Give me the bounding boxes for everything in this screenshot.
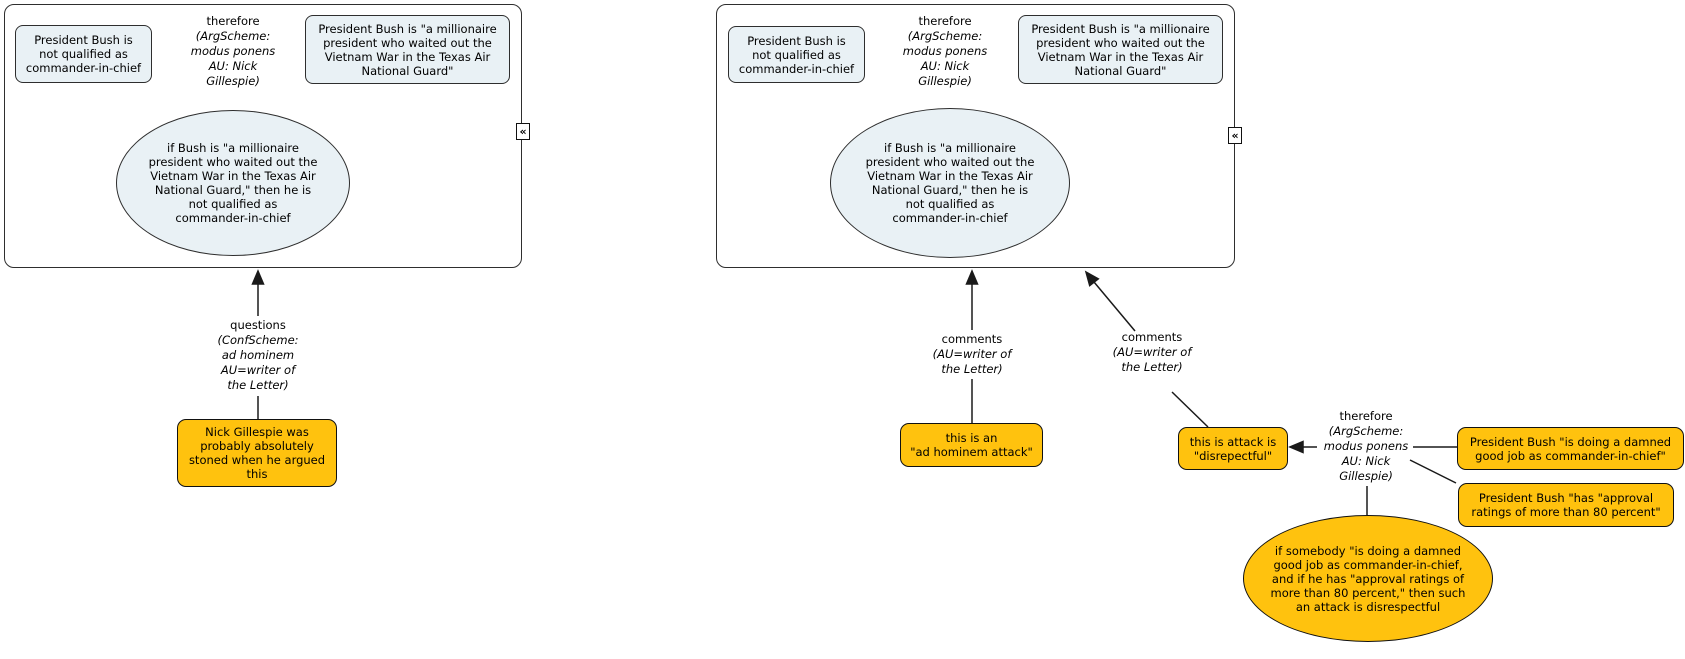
comment-node-disrespectful[interactable]: this is attack is "disrepectful" [1178, 427, 1288, 470]
edge-relation-text: therefore [1339, 409, 1393, 423]
edge-relation-text: therefore [206, 14, 260, 28]
edge-relation-text: comments [1121, 330, 1183, 344]
premise-node-left[interactable]: President Bush is "a millionaire preside… [305, 15, 510, 84]
therefore-label-right-bottom: therefore (ArgScheme: modus ponens AU: N… [1301, 409, 1431, 484]
premise-node-approval-ratings[interactable]: President Bush "has "approval ratings of… [1458, 483, 1674, 527]
edge-scheme-text: (AU=writer of the Letter) [1112, 345, 1192, 374]
therefore-label-left: therefore (ArgScheme: modus ponens AU: N… [168, 14, 298, 89]
therefore-label-right-top: therefore (ArgScheme: modus ponens AU: N… [880, 14, 1010, 89]
edge-scheme-text: (AU=writer of the Letter) [932, 347, 1012, 376]
edge-relation-text: therefore [918, 14, 972, 28]
attack-node-left[interactable]: Nick Gillespie was probably absolutely s… [177, 419, 337, 487]
premise-node-good-job[interactable]: President Bush "is doing a damned good j… [1457, 427, 1684, 470]
edge-scheme-text: (ArgScheme: modus ponens AU: Nick Gilles… [190, 29, 276, 88]
arrowhead-left-questions [251, 269, 265, 285]
warrant-ellipse-left[interactable]: if Bush is "a millionaire president who … [116, 110, 350, 256]
collapse-chevrons-icon-left[interactable]: « [516, 123, 530, 140]
edge-scheme-text: (ArgScheme: modus ponens AU: Nick Gilles… [1323, 424, 1409, 483]
conclusion-node-left[interactable]: President Bush is not qualified as comma… [15, 25, 152, 83]
premise-node-right[interactable]: President Bush is "a millionaire preside… [1018, 15, 1223, 84]
edge-relation-text: comments [941, 332, 1003, 346]
arrowhead-right-comments-2 [1084, 270, 1100, 287]
edge-scheme-text: (ConfScheme: ad hominem AU=writer of the… [217, 333, 299, 392]
edge-scheme-text: (ArgScheme: modus ponens AU: Nick Gilles… [902, 29, 988, 88]
questions-label-left: questions (ConfScheme: ad hominem AU=wri… [193, 318, 323, 393]
arrowhead-right-comments-1 [965, 269, 979, 285]
conclusion-node-right[interactable]: President Bush is not qualified as comma… [728, 26, 865, 83]
warrant-ellipse-right[interactable]: if Bush is "a millionaire president who … [830, 108, 1070, 258]
collapse-chevrons-icon-right[interactable]: « [1228, 127, 1242, 144]
warrant-ellipse-disrespectful[interactable]: if somebody "is doing a damned good job … [1243, 515, 1493, 642]
edge-relation-text: questions [230, 318, 286, 332]
comments-label-2: comments (AU=writer of the Letter) [1087, 330, 1217, 375]
comment-node-ad-hominem[interactable]: this is an "ad hominem attack" [900, 423, 1043, 467]
comments-label-1: comments (AU=writer of the Letter) [907, 332, 1037, 377]
